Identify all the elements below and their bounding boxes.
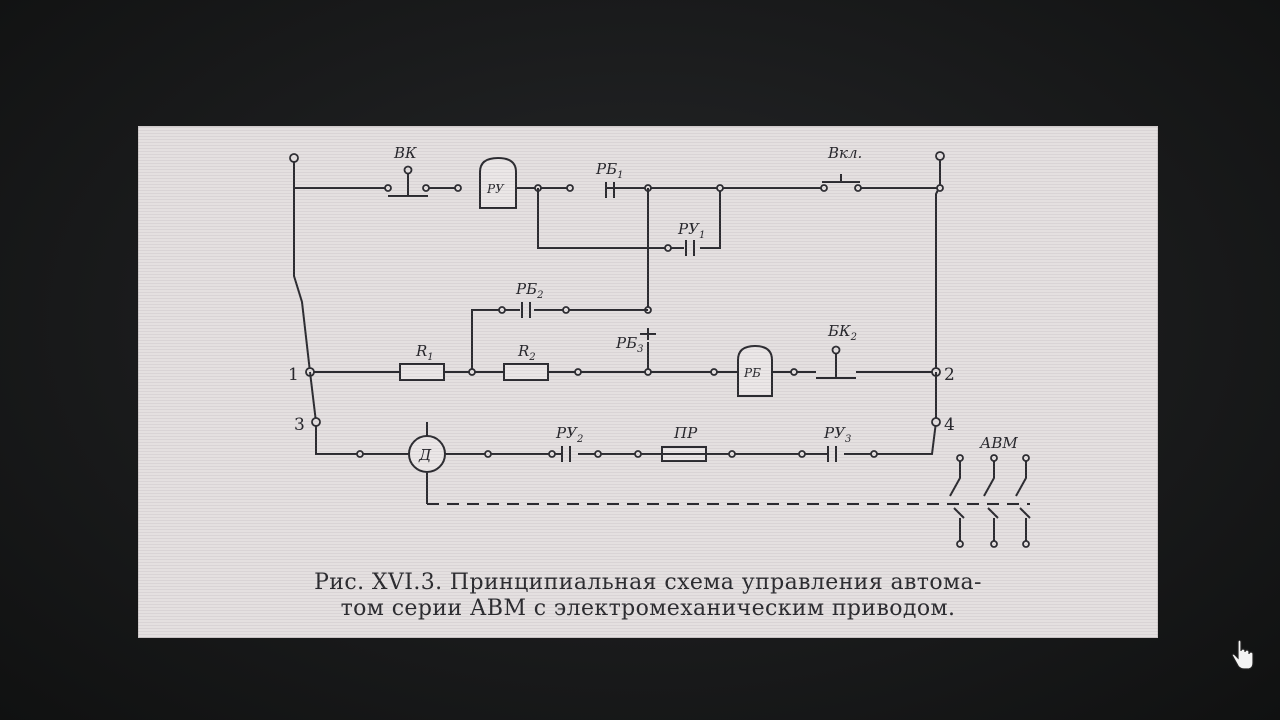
rb-relay-coil (737, 344, 773, 397)
right-rail-junction (936, 184, 944, 192)
left-supply-rail (293, 159, 311, 373)
rb-coil-terminal (710, 368, 718, 376)
node-3-drop-wire (309, 371, 410, 455)
ru1-label: РУ1 (677, 220, 705, 241)
ru-relay-label: РУ (486, 182, 505, 196)
rb3-label: РБ3 (615, 334, 644, 355)
left-supply-terminal (289, 153, 299, 163)
r1-label: R1 (415, 342, 434, 363)
avm-breaker-poles (949, 454, 1031, 548)
motor-terminal-left (356, 450, 364, 458)
rb1-contact (605, 182, 615, 198)
motor-terminal-right (484, 450, 492, 458)
rb3-junction (644, 368, 652, 376)
rb1-terminal-a (566, 184, 574, 192)
rb1-label: РБ1 (595, 160, 624, 181)
caption-line-1: Рис. XVI.3. Принципиальная схема управле… (314, 570, 982, 595)
vkl-terminal-a (820, 184, 828, 192)
vk-terminal-b (422, 184, 430, 192)
vk-terminal-a (384, 184, 392, 192)
rb2-contact (521, 302, 531, 318)
node-2-label: 2 (944, 365, 955, 385)
pr-terminal-a (634, 450, 642, 458)
node-3-label: 3 (294, 415, 305, 435)
ru2-label: РУ2 (555, 424, 583, 445)
ru-terminal-left (454, 184, 462, 192)
r1-r2-junction (468, 368, 476, 376)
vkl-button (822, 174, 860, 183)
ru3-label: РУ3 (823, 424, 851, 445)
vk-contact (388, 174, 428, 197)
ru2-terminal-a (548, 450, 556, 458)
ru1-terminal-a (664, 244, 672, 252)
ru2-contact (561, 446, 571, 462)
vk-button-terminal (403, 165, 413, 175)
bk2-contact (816, 354, 856, 379)
right-supply-terminal (935, 151, 945, 161)
figure-caption: Рис. XVI.3. Принципиальная схема управле… (218, 570, 1078, 622)
ru3-terminal-b (870, 450, 878, 458)
ru1-bypass-wire (537, 188, 721, 249)
node-4-drop-wire (858, 372, 937, 455)
ru3-terminal-a (798, 450, 806, 458)
pr-terminal-b (728, 450, 736, 458)
ru1-contact (685, 240, 695, 256)
scanned-figure: ВК РУ РБ1 Вкл. РУ1 РБ3 РБ2 1 (138, 126, 1158, 638)
node-4-label: 4 (944, 415, 955, 435)
hand-pointer-icon (1231, 640, 1254, 670)
bk2-terminal-a (790, 368, 798, 376)
r2-label: R2 (517, 342, 536, 363)
motor-d-label: Д (418, 446, 432, 464)
r2-terminal (574, 368, 582, 376)
ru2-terminal-b (594, 450, 602, 458)
node-4-terminal (931, 417, 941, 427)
r1-resistor (399, 363, 445, 381)
vkl-terminal-b (854, 184, 862, 192)
rb3-contact (640, 328, 656, 340)
bk2-label: БК2 (827, 322, 857, 343)
rb2-label: РБ2 (515, 280, 544, 301)
ru-relay-coil (479, 156, 517, 209)
bk2-button-terminal (831, 345, 841, 355)
r2-resistor (503, 363, 549, 381)
ru3-contact (827, 446, 837, 462)
node-3-terminal (311, 417, 321, 427)
vk-label: ВК (393, 144, 417, 162)
node-1-label: 1 (288, 365, 299, 385)
ru1-junction (716, 184, 724, 192)
rb2-terminal-a (498, 306, 506, 314)
avm-label: АВМ (979, 434, 1018, 452)
rb-relay-label: РБ (743, 366, 761, 380)
vkl-label: Вкл. (827, 144, 862, 162)
pr-label: ПР (673, 424, 698, 442)
caption-line-2: том серии АВМ с электромеханическим прив… (340, 596, 956, 621)
rb2-terminal-b (562, 306, 570, 314)
control-circuit-diagram: ВК РУ РБ1 Вкл. РУ1 РБ3 РБ2 1 (288, 144, 1031, 548)
